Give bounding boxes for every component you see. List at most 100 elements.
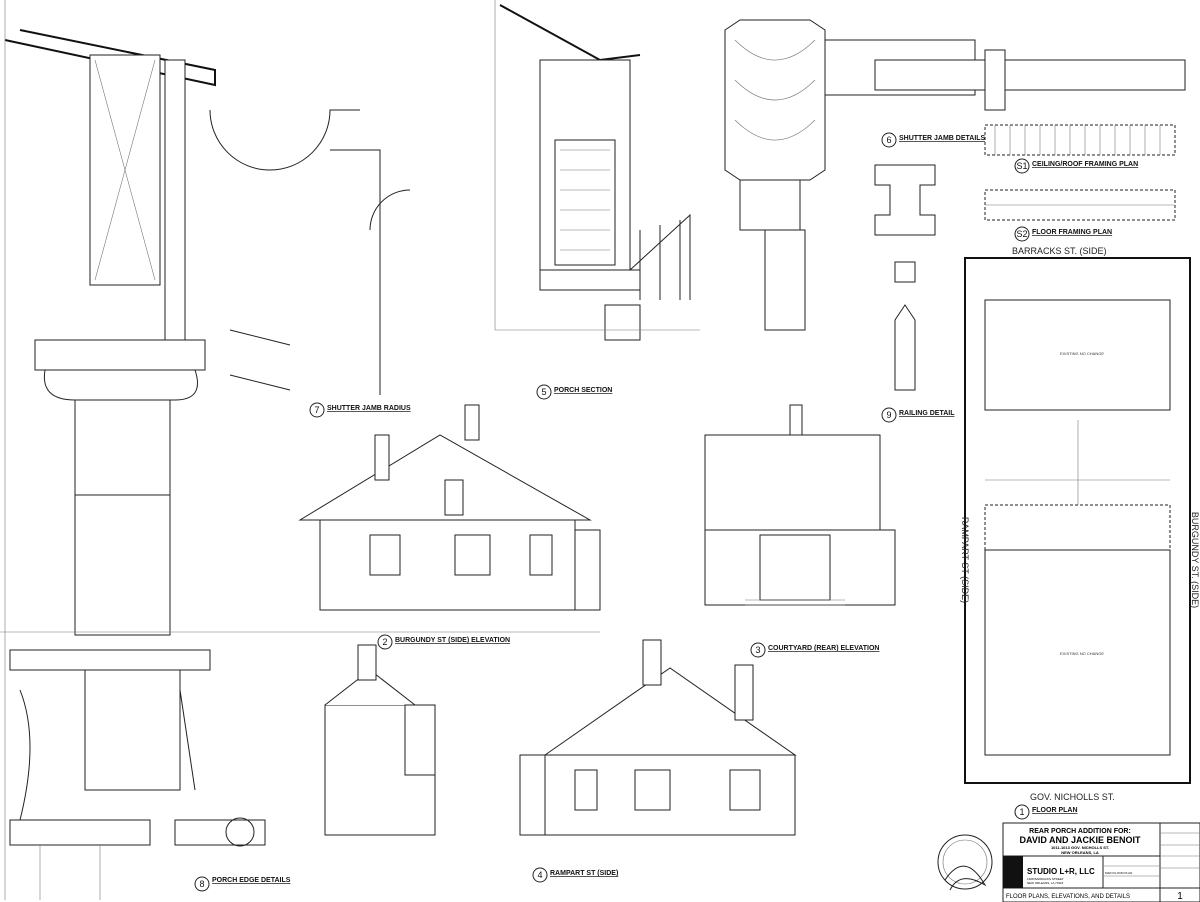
drawing-label: BURGUNDY ST (SIDE) ELEVATION	[395, 637, 510, 644]
sheet-number: 1	[1177, 891, 1183, 902]
drawing-linework	[729, 769, 761, 811]
drawing-linework	[9, 819, 151, 846]
drawing-label: SHUTTER JAMB RADIUS	[327, 405, 411, 412]
drawing-linework	[94, 59, 156, 281]
existing-label-2: EXISTING NO CHANGE	[1060, 651, 1104, 656]
drawing-linework	[881, 132, 897, 148]
drawing-linework	[759, 534, 831, 601]
detail-railing: 9 RAILING DETAIL	[874, 164, 955, 423]
drawing-linework	[1103, 832, 1200, 877]
drawing-linework	[1014, 804, 1030, 820]
framing-plans: S1 CEILING/ROOF FRAMING PLAN S2 FLOOR FR…	[984, 124, 1176, 242]
courtyard-elevation: 3 COURTYARD (REAR) ELEVATION	[704, 404, 896, 658]
drawing-linework	[560, 149, 610, 251]
drawing-linework	[0, 0, 600, 900]
drawing-linework	[789, 404, 803, 436]
drawing-linework	[642, 639, 662, 686]
detail-porch-edge: 8 PORCH EDGE DETAILS	[9, 649, 291, 900]
engineer-seal	[937, 834, 993, 891]
drawing-linework	[984, 299, 1171, 411]
drawing-label: 9	[886, 410, 891, 420]
drawing-linework	[454, 534, 491, 576]
drawing-linework	[750, 642, 766, 658]
drawing-linework	[330, 149, 411, 395]
drawing-linework	[499, 4, 641, 62]
drawing-label: RAILING DETAIL	[899, 410, 955, 417]
drawing-linework	[39, 845, 101, 900]
drawing-linework	[494, 0, 700, 331]
drawing-label: S1	[1016, 161, 1027, 171]
drawing-label: COURTYARD (REAR) ELEVATION	[768, 645, 879, 652]
drawing-label: NEW ORLEANS, LA 70116	[1027, 881, 1064, 885]
drawing-linework	[194, 876, 210, 892]
drawing-linework	[944, 865, 987, 891]
drawing-label: EXISTING NO CHANGE	[1060, 351, 1104, 356]
drawing-linework	[734, 664, 754, 721]
drawing-linework	[984, 504, 1171, 551]
drawing-linework	[369, 534, 401, 576]
drawing-linework	[298, 434, 592, 521]
drawing-linework	[1014, 226, 1030, 242]
drawing-label: PORCH SECTION	[554, 387, 612, 394]
drawing-linework	[1014, 158, 1030, 174]
detail-porch-section: 5 PORCH SECTION	[494, 0, 700, 400]
drawing-linework	[74, 399, 171, 496]
drawing-label: S2	[1016, 229, 1027, 239]
detail-shutter-jamb: 6 SHUTTER JAMB DETAILS	[724, 19, 1186, 331]
drawing-label: NEW ORLEANS, LA	[1061, 850, 1099, 855]
rampart-elevation: 4 RAMPART ST (SIDE)	[324, 639, 797, 883]
drawing-label: 5	[541, 387, 546, 397]
street-top: BARRACKS ST. (SIDE)	[1012, 246, 1107, 256]
drawing-linework	[225, 817, 255, 847]
drawing-linework	[984, 549, 1171, 756]
drawing-linework	[894, 304, 916, 391]
drawing-linework	[634, 769, 671, 811]
drawing-linework	[734, 39, 816, 141]
title-block: REAR PORCH ADDITION FOR: DAVID AND JACKI…	[1002, 822, 1200, 902]
drawing-linework	[74, 494, 171, 636]
drawing-linework	[704, 434, 881, 531]
drawing-label: 8	[199, 879, 204, 889]
drawing-linework	[532, 867, 548, 883]
drawing-label: 1011-1013 GOV. NICHOLLS ST.	[1051, 845, 1109, 850]
drawing-linework	[739, 179, 801, 231]
drawing-label: 1308 BARRACKS STREET	[1027, 877, 1064, 881]
drawing-linework	[543, 667, 797, 756]
drawing-linework	[874, 59, 1186, 91]
drawing-label: RAMPART ST (SIDE)	[550, 870, 618, 877]
client-name: DAVID AND JACKIE BENOIT	[1019, 835, 1141, 845]
drawing-linework	[84, 669, 181, 791]
drawing-linework	[964, 257, 1191, 784]
drawing-linework	[881, 407, 897, 423]
drawing-linework	[229, 329, 291, 391]
sheet-title: FLOOR PLANS, ELEVATIONS, AND DETAILS	[1006, 894, 1130, 900]
drawing-linework	[444, 479, 464, 516]
burgundy-elevation: 2 BURGUNDY ST (SIDE) ELEVATION	[298, 404, 601, 650]
drawing-label: PORCH EDGE DETAILS	[212, 877, 291, 884]
drawing-linework	[984, 124, 1176, 156]
drawing-label: FLOOR PLAN	[1032, 807, 1078, 814]
drawing-linework	[309, 402, 325, 418]
drawing-linework	[984, 49, 1006, 111]
drawing-linework	[377, 634, 393, 650]
drawing-linework	[604, 304, 641, 341]
drawing-linework	[994, 125, 1161, 155]
street-left: RAMPART ST (SIDE)	[960, 517, 970, 603]
drawing-linework	[357, 644, 377, 681]
drawing-linework	[894, 261, 916, 283]
drawing-linework	[529, 534, 553, 576]
drawing-linework	[764, 229, 806, 331]
drawing-linework	[1003, 823, 1200, 902]
drawing-linework	[9, 649, 211, 671]
drawing-linework	[404, 704, 436, 776]
drawing-linework	[574, 769, 598, 811]
street-right: BURGUNDY ST. (SIDE)	[1190, 512, 1200, 608]
drawing-linework	[874, 164, 936, 236]
drawing-label: 2	[382, 637, 387, 647]
firm-logo	[1003, 856, 1023, 888]
drawing-linework	[554, 139, 616, 266]
drawing-linework	[937, 834, 993, 890]
drawing-linework	[629, 213, 691, 300]
detail-shutter-jamb-radius: 7 SHUTTER JAMB RADIUS	[0, 0, 600, 900]
drawing-linework	[745, 599, 845, 606]
